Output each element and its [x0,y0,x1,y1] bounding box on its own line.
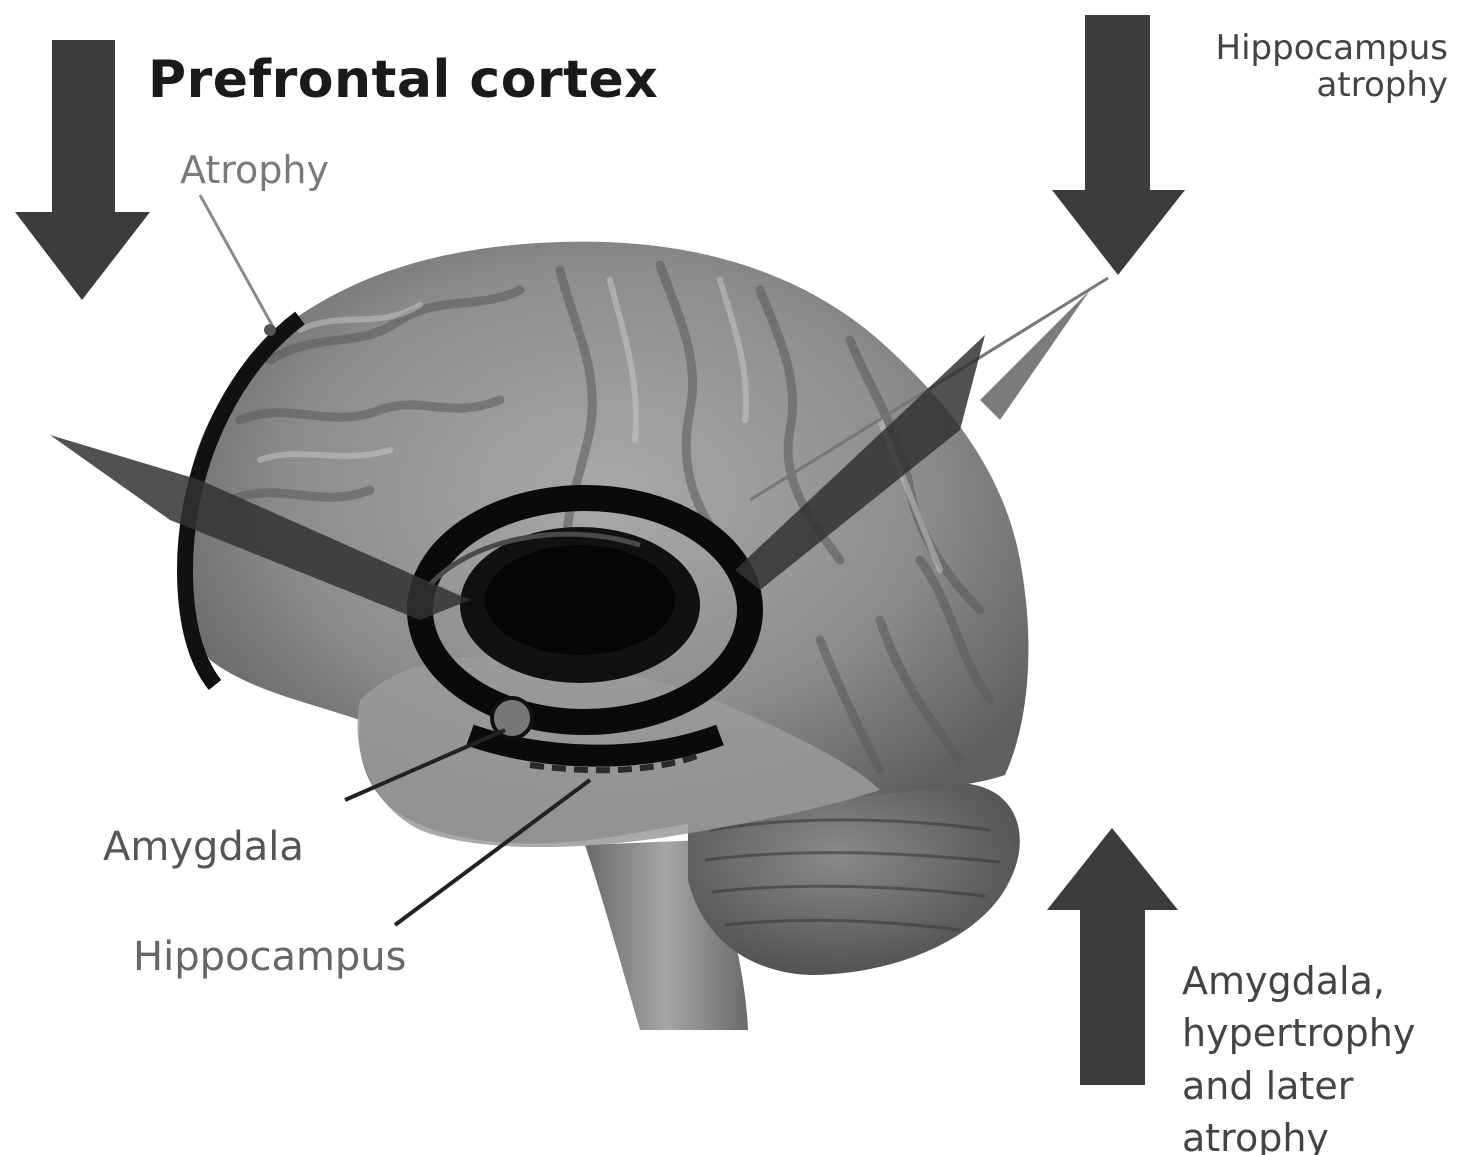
prefrontal-atrophy-label: Atrophy [180,150,329,191]
hippocampus-atrophy-line: atrophy [1216,67,1448,104]
hippocampus-label: Hippocampus [133,936,407,979]
limbic-core [485,545,675,655]
amygdala-change-line: hypertrophy [1182,1007,1415,1059]
hippocampus-atrophy-line: Hippocampus [1216,30,1448,67]
amygdala-change-line: atrophy [1182,1112,1415,1155]
amygdala-label: Amygdala [103,826,304,869]
hippocampus-down-arrow [1052,15,1185,275]
amygdala-change-label: Amygdala, hypertrophy and later atrophy [1182,955,1415,1155]
amygdala-change-line: Amygdala, [1182,955,1415,1007]
prefrontal-cortex-label: Prefrontal cortex [148,52,658,108]
prefrontal-down-arrow [15,40,150,300]
hippocampus-atrophy-label: Hippocampus atrophy [1216,30,1448,103]
amygdala-up-arrow [1047,828,1178,1085]
amygdala-change-line: and later [1182,1060,1415,1112]
